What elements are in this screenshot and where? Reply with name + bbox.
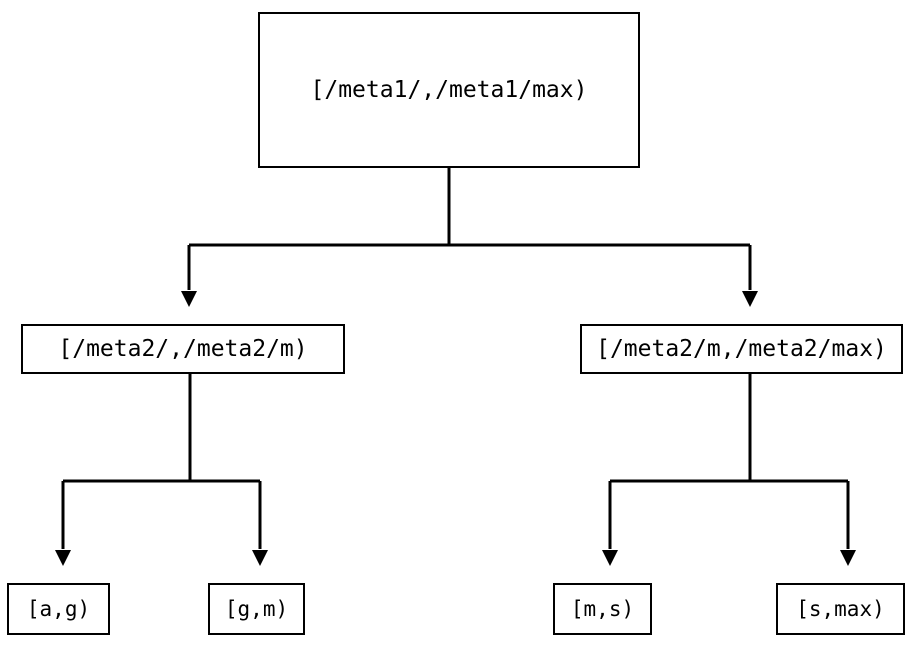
arrowhead-to-leaf-4 [840, 550, 856, 566]
arrowhead-to-mid-left [181, 291, 197, 307]
node-leaf-3-label: [m,s) [570, 596, 635, 621]
node-mid-right[interactable]: [/meta2/m,/meta2/max) [580, 324, 903, 374]
arrowhead-to-mid-right [742, 291, 758, 307]
arrowhead-to-leaf-1 [55, 550, 71, 566]
node-mid-right-label: [/meta2/m,/meta2/max) [596, 335, 887, 362]
arrowhead-to-leaf-3 [602, 550, 618, 566]
node-mid-left[interactable]: [/meta2/,/meta2/m) [21, 324, 345, 374]
node-leaf-3[interactable]: [m,s) [553, 583, 652, 635]
edge-mid-left-to-children [55, 374, 268, 566]
edge-mid-right-to-children [602, 374, 856, 566]
arrowhead-to-leaf-2 [252, 550, 268, 566]
node-leaf-1[interactable]: [a,g) [7, 583, 110, 635]
node-leaf-2[interactable]: [g,m) [208, 583, 305, 635]
node-leaf-4[interactable]: [s,max) [776, 583, 905, 635]
node-leaf-2-label: [g,m) [224, 596, 289, 621]
node-leaf-1-label: [a,g) [26, 596, 91, 621]
node-root-label: [/meta1/,/meta1/max) [310, 76, 588, 103]
edge-root-to-children [181, 168, 758, 307]
node-leaf-4-label: [s,max) [796, 596, 885, 621]
node-root[interactable]: [/meta1/,/meta1/max) [258, 12, 640, 168]
node-mid-left-label: [/meta2/,/meta2/m) [58, 335, 308, 362]
